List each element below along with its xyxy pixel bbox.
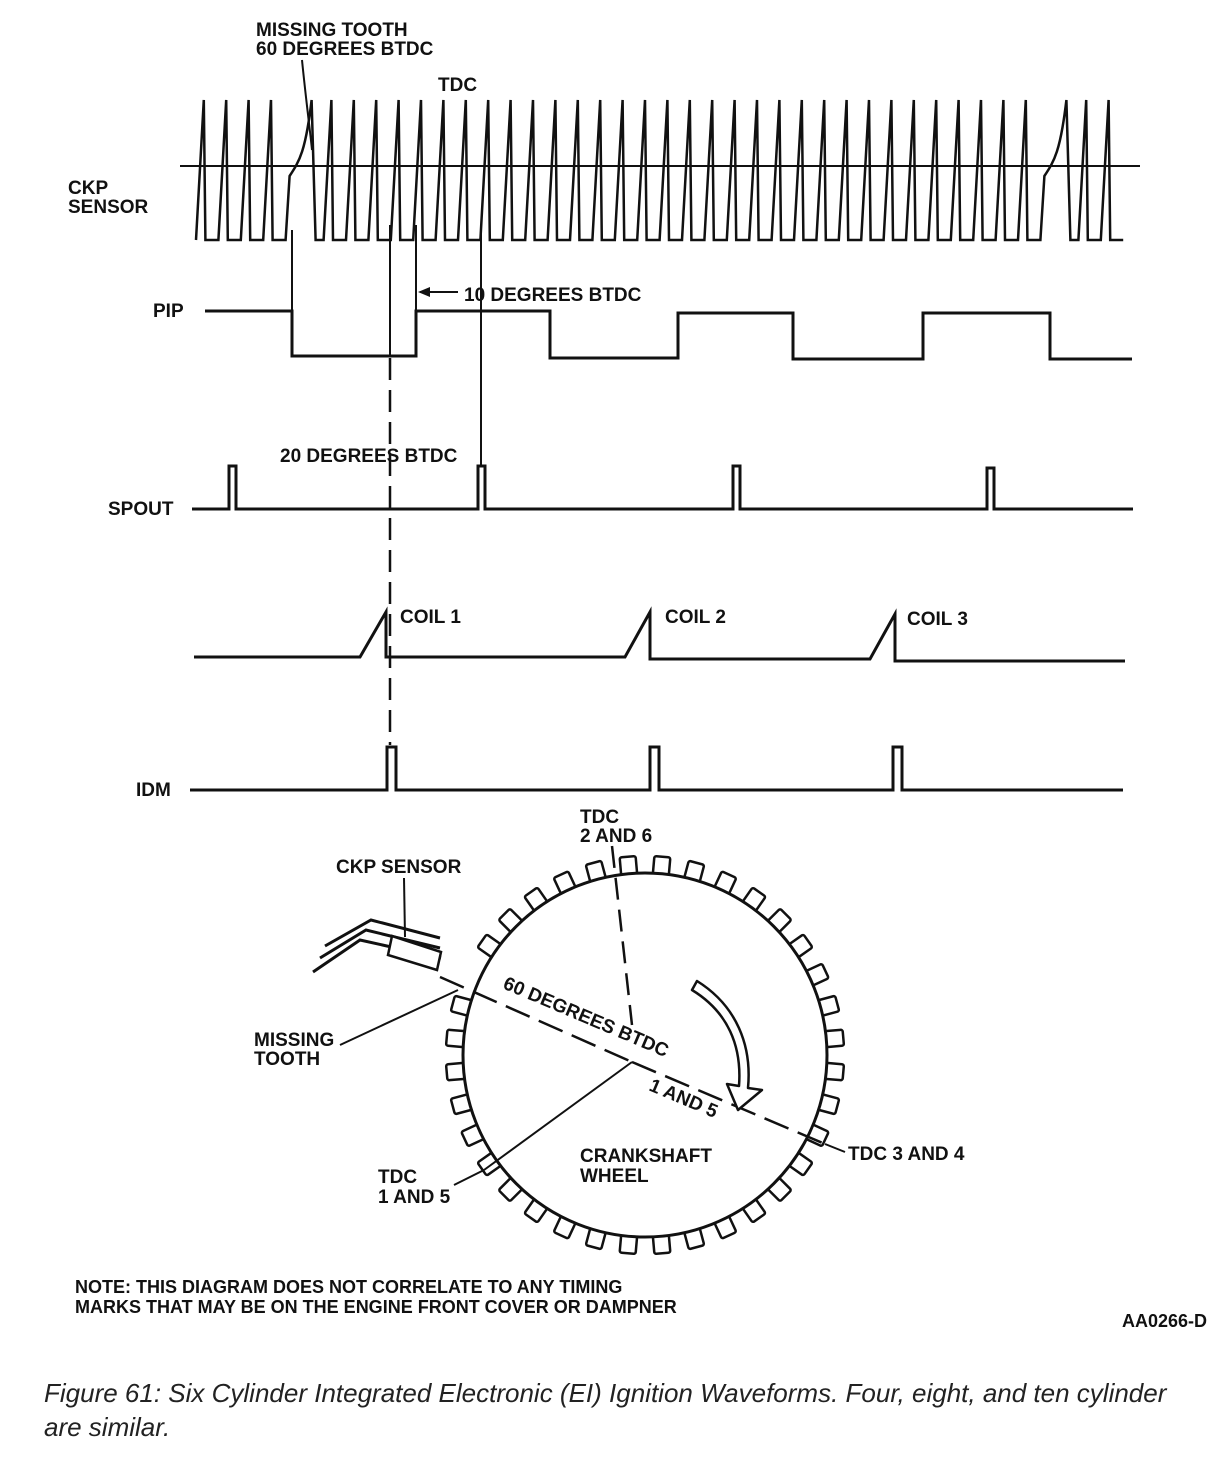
tdc-top-label: TDC (438, 75, 477, 96)
coil-3-label: COIL 3 (907, 609, 968, 630)
tdc-2-6-label-line2: 2 AND 6 (580, 826, 652, 847)
tdc-1-5-label-line2: 1 AND 5 (378, 1187, 451, 1208)
line-tdc-1-5-leader (453, 1169, 485, 1186)
20-degrees-btdc-label: 20 DEGREES BTDC (280, 446, 458, 467)
spout-waveform (192, 464, 1133, 511)
idm-waveform (190, 745, 1123, 792)
missing-tooth-wheel-label-line2: TOOTH (254, 1049, 320, 1070)
ckp-sensor-pointer (403, 877, 406, 938)
wheel-rim (461, 871, 829, 1239)
pip-waveform (205, 309, 1132, 361)
missing-tooth-wheel-label-line1: MISSING (254, 1030, 334, 1051)
missing-tooth-pointer (301, 59, 313, 151)
crankshaft-wheel (439, 845, 846, 1256)
crankshaft-wheel-label-line2: WHEEL (580, 1166, 649, 1187)
coil-1-label: COIL 1 (400, 607, 461, 628)
line-tdc-1-5 (483, 1061, 633, 1171)
10-btdc-arrowhead (418, 287, 430, 297)
coil-waveform (194, 606, 1125, 663)
10-degrees-btdc-label: 10 DEGREES BTDC (464, 285, 642, 306)
figure-caption: Figure 61: Six Cylinder Integrated Elect… (44, 1378, 1167, 1442)
missing-tooth-label-line2: 60 DEGREES BTDC (256, 39, 434, 60)
coil-2-label: COIL 2 (665, 607, 726, 628)
missing-tooth-wheel-pointer (339, 989, 459, 1046)
tdc-3-4-label: TDC 3 AND 4 (848, 1144, 965, 1165)
ckp-sensor-wheel-label: CKP SENSOR (336, 857, 462, 878)
line-tdc-3-4-leader (824, 1143, 846, 1153)
note-line1: NOTE: THIS DIAGRAM DOES NOT CORRELATE TO… (75, 1277, 622, 1297)
missing-tooth-label-line1: MISSING TOOTH (256, 20, 408, 41)
spout-label: SPOUT (108, 499, 174, 520)
pip-label: PIP (153, 301, 184, 322)
ckp-sensor-probe (312, 918, 443, 974)
note-line2: MARKS THAT MAY BE ON THE ENGINE FRONT CO… (75, 1297, 677, 1317)
tdc-2-6-label-line1: TDC (580, 807, 619, 828)
ckp-sensor-label-line1: CKP (68, 178, 108, 199)
ckp-sensor-waveform (194, 99, 1124, 242)
figure-code: AA0266-D (1122, 1311, 1207, 1331)
tdc-1-5-label-line1: TDC (378, 1167, 417, 1188)
idm-label: IDM (136, 780, 171, 801)
crankshaft-wheel-label-line1: CRANKSHAFT (580, 1146, 712, 1167)
rotation-arrow (690, 979, 764, 1112)
ckp-sensor-label-line2: SENSOR (68, 197, 149, 218)
